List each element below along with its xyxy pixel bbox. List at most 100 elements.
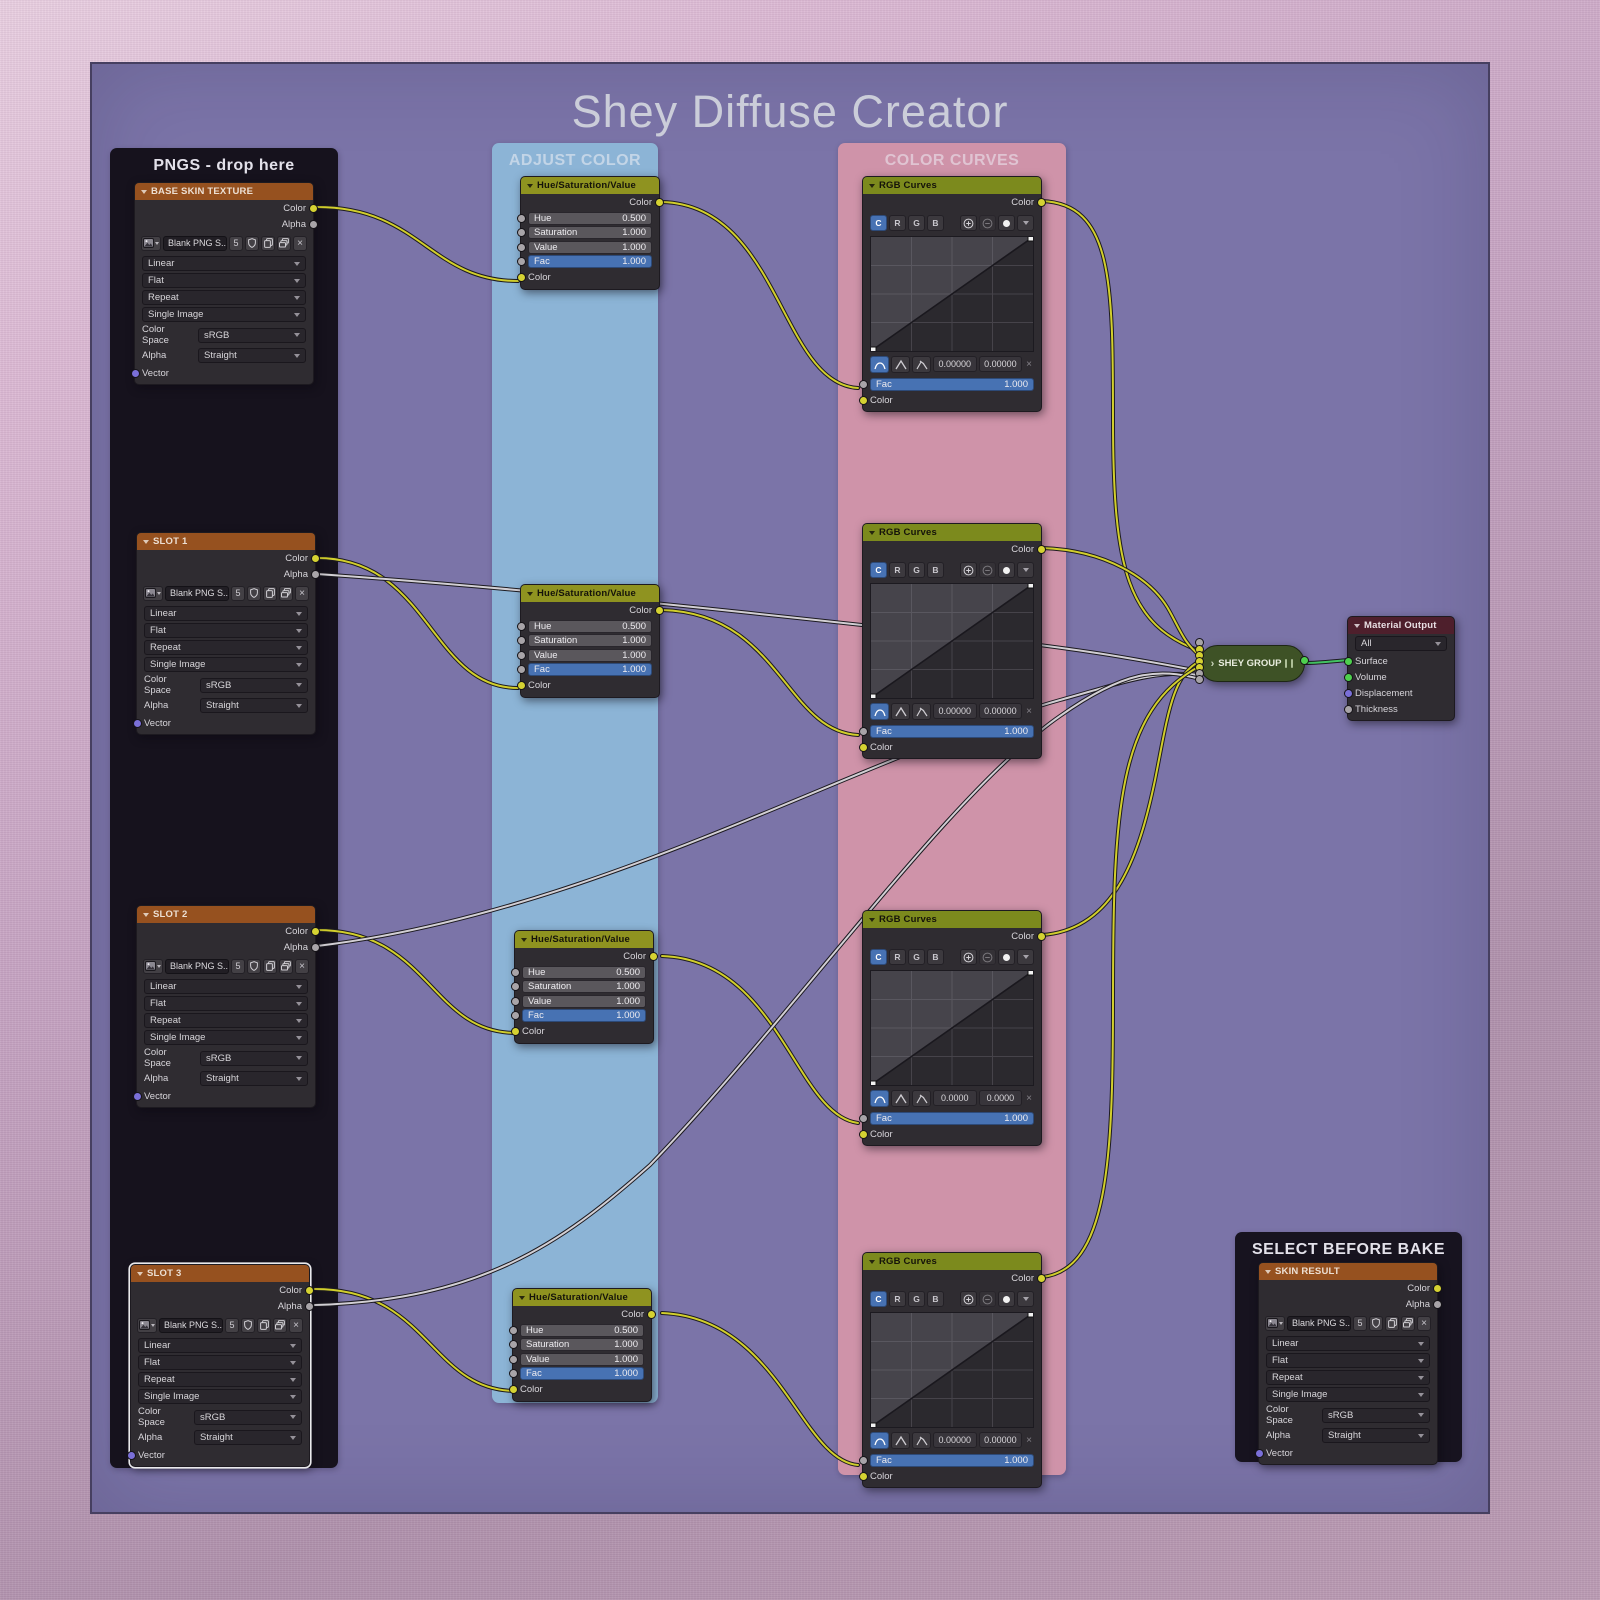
new-image-button[interactable]	[1385, 1315, 1399, 1331]
fac-input-socket[interactable]	[516, 257, 526, 266]
channel-g-button[interactable]: G	[908, 215, 925, 231]
color-output-socket[interactable]	[308, 203, 318, 213]
channel-r-button[interactable]: R	[889, 215, 906, 231]
extension-dropdown[interactable]: Repeat	[1266, 1370, 1430, 1385]
zoom-out-button[interactable]	[979, 1291, 996, 1307]
color-input-socket[interactable]	[858, 395, 868, 405]
collapse-chevron-icon[interactable]	[519, 1295, 525, 1300]
image-texture-node[interactable]: SLOT 1 Color Alpha Blank PNG S... 5	[132, 532, 320, 735]
channel-c-button[interactable]: C	[870, 562, 887, 578]
curve-y-value[interactable]: 0.00000	[978, 1432, 1023, 1448]
curve-x-value[interactable]: 0.00000	[933, 1432, 977, 1448]
curve-y-value[interactable]: 0.00000	[978, 356, 1023, 372]
curve-options-button[interactable]	[1017, 1291, 1034, 1307]
users-count-button[interactable]: 5	[1353, 1315, 1367, 1331]
image-name-field[interactable]: Blank PNG S...	[159, 1317, 223, 1333]
hue-input-socket[interactable]	[516, 213, 526, 223]
volume-input-socket[interactable]	[1343, 672, 1353, 682]
collapse-chevron-icon[interactable]	[143, 912, 149, 917]
projection-dropdown[interactable]: Flat	[1266, 1353, 1430, 1368]
expand-group-icon[interactable]: ›	[1210, 657, 1215, 670]
displacement-input-socket[interactable]	[1343, 688, 1353, 698]
color-output-socket[interactable]	[1432, 1283, 1442, 1293]
unlink-image-button[interactable]: ×	[295, 585, 309, 601]
rgb-curves-node[interactable]: RGB Curves Color C R G B	[858, 1252, 1046, 1488]
collapse-chevron-icon[interactable]	[869, 917, 875, 922]
color-input-socket[interactable]	[858, 742, 868, 752]
interpolation-dropdown[interactable]: Linear	[144, 606, 308, 621]
curve-options-button[interactable]	[1017, 949, 1034, 965]
curve-handle-free-button[interactable]	[912, 1089, 931, 1107]
image-name-field[interactable]: Blank PNG S...	[163, 235, 227, 251]
value-input-socket[interactable]	[510, 996, 520, 1006]
delete-point-button[interactable]: ×	[1026, 705, 1032, 717]
channel-r-button[interactable]: R	[889, 1291, 906, 1307]
fac-input-socket[interactable]	[858, 379, 868, 389]
alpha-mode-dropdown[interactable]: Straight	[200, 1071, 308, 1086]
curve-handle-auto-button[interactable]	[870, 702, 889, 720]
channel-c-button[interactable]: C	[870, 215, 887, 231]
users-count-button[interactable]: 5	[231, 585, 245, 601]
curve-x-value[interactable]: 0.0000	[933, 1090, 977, 1106]
color-input-socket[interactable]	[508, 1385, 518, 1394]
projection-dropdown[interactable]: Flat	[138, 1355, 302, 1370]
unlink-image-button[interactable]: ×	[295, 958, 309, 974]
color-input-socket[interactable]	[510, 1027, 520, 1036]
node-header[interactable]: SLOT 1	[137, 533, 315, 550]
color-output-socket[interactable]	[1036, 197, 1046, 207]
users-count-button[interactable]: 5	[231, 958, 245, 974]
channel-b-button[interactable]: B	[927, 215, 944, 231]
image-texture-node[interactable]: SLOT 2 Color Alpha Blank PNG S... 5	[132, 905, 320, 1108]
curve-handle-vector-button[interactable]	[891, 355, 910, 373]
surface-input-socket[interactable]	[1343, 656, 1353, 666]
curve-y-value[interactable]: 0.0000	[978, 1090, 1023, 1106]
fac-input-socket[interactable]	[858, 726, 868, 736]
extension-dropdown[interactable]: Repeat	[144, 640, 308, 655]
extension-dropdown[interactable]: Repeat	[138, 1372, 302, 1387]
vector-input-socket[interactable]	[130, 368, 140, 378]
curve-plot[interactable]	[870, 236, 1034, 352]
collapse-chevron-icon[interactable]	[527, 591, 533, 596]
fake-user-shield-button[interactable]	[247, 958, 261, 974]
fake-user-shield-button[interactable]	[247, 585, 261, 601]
image-name-field[interactable]: Blank PNG S...	[165, 585, 229, 601]
pack-image-button[interactable]	[279, 958, 293, 974]
color-output-socket[interactable]	[654, 605, 664, 615]
alpha-mode-dropdown[interactable]: Straight	[1322, 1428, 1430, 1443]
node-header[interactable]: SLOT 3	[131, 1265, 309, 1282]
interpolation-dropdown[interactable]: Linear	[144, 979, 308, 994]
color-output-socket[interactable]	[310, 926, 320, 936]
node-header[interactable]: RGB Curves	[863, 1253, 1041, 1270]
fac-input-socket[interactable]	[510, 1011, 520, 1020]
collapse-chevron-icon[interactable]	[141, 189, 147, 194]
collapse-chevron-icon[interactable]	[137, 1271, 143, 1276]
group-input-socket[interactable]	[1195, 674, 1204, 684]
collapse-chevron-icon[interactable]	[143, 539, 149, 544]
interpolation-dropdown[interactable]: Linear	[138, 1338, 302, 1353]
new-image-button[interactable]	[263, 958, 277, 974]
curve-options-button[interactable]	[1017, 215, 1034, 231]
vector-input-socket[interactable]	[132, 718, 142, 728]
zoom-out-button[interactable]	[979, 215, 996, 231]
new-image-button[interactable]	[261, 235, 275, 251]
collapse-chevron-icon[interactable]	[869, 530, 875, 535]
color-output-socket[interactable]	[648, 951, 658, 961]
extension-dropdown[interactable]: Repeat	[144, 1013, 308, 1028]
image-browse-button[interactable]	[143, 958, 163, 974]
alpha-output-socket[interactable]	[310, 942, 320, 952]
channel-c-button[interactable]: C	[870, 1291, 887, 1307]
projection-dropdown[interactable]: Flat	[142, 273, 306, 288]
unlink-image-button[interactable]: ×	[1417, 1315, 1431, 1331]
source-dropdown[interactable]: Single Image	[1266, 1387, 1430, 1402]
color-output-socket[interactable]	[1036, 931, 1046, 941]
